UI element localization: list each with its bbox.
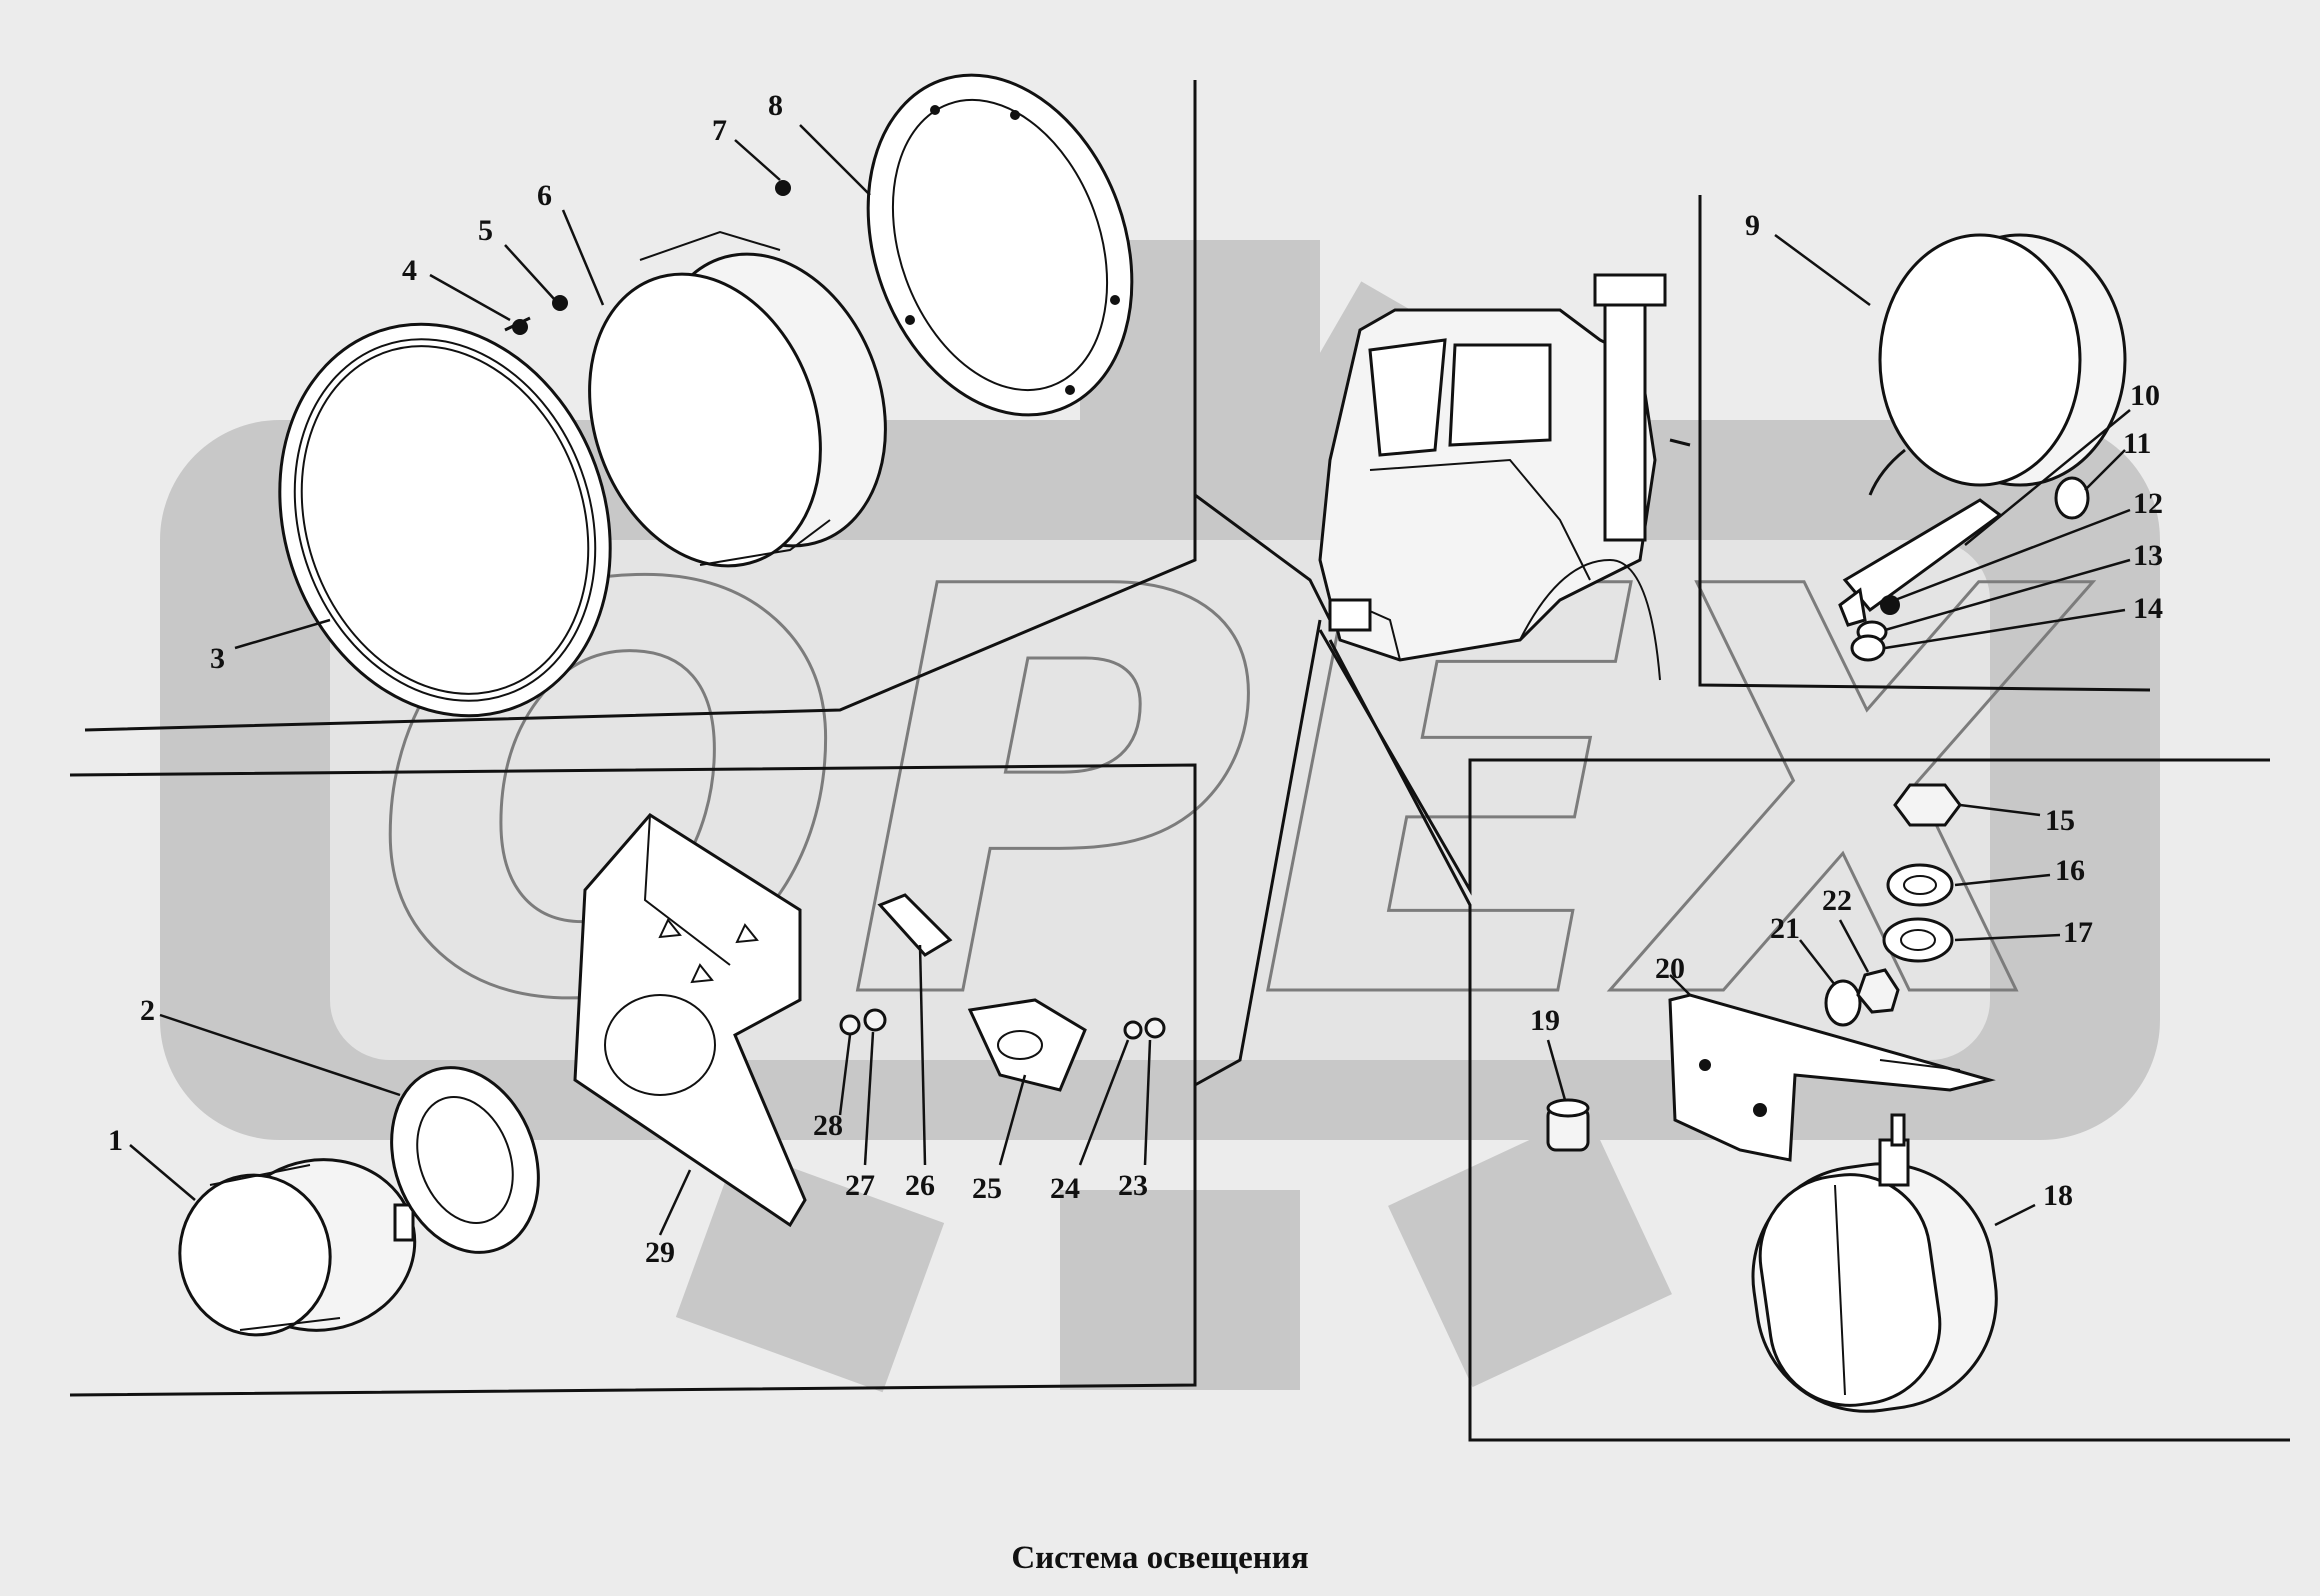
grommet [1546,1098,1590,1152]
callout-5: 5 [478,214,493,247]
callout-15: 15 [2045,804,2075,837]
section-lines [69,80,2290,1442]
diagram-caption: Система освещения [1011,1540,1308,1576]
headlamp-unit [588,230,887,568]
small-parts-middle [839,893,1166,1092]
leader-lines [129,124,2131,1236]
callout-21: 21 [1770,912,1800,945]
callout-20: 20 [1655,952,1685,985]
callout-27: 27 [845,1169,875,1202]
callout-6: 6 [537,179,552,212]
callout-3: 3 [210,642,225,675]
callout-8: 8 [768,89,783,122]
mounting-ring [866,73,1134,417]
callout-11: 11 [2123,427,2151,460]
callout-7: 7 [712,114,727,147]
mounting-plate [573,813,807,1228]
callout-16: 16 [2055,854,2085,887]
callout-23: 23 [1118,1169,1148,1202]
callout-24: 24 [1050,1172,1080,1205]
callout-13: 13 [2133,539,2163,572]
callout-10: 10 [2130,379,2160,412]
callout-2: 2 [140,994,155,1027]
side-lamp [178,1158,417,1337]
callout-25: 25 [972,1172,1002,1205]
fog-lamp-bracket [1668,993,1996,1162]
work-lamp [1838,233,2127,627]
callout-18: 18 [2043,1179,2073,1212]
nut-washers [1882,783,1962,963]
callout-1: 1 [108,1124,123,1157]
fasteners-top [504,180,791,335]
callout-28: 28 [813,1109,843,1142]
fog-lamp [1751,1113,1998,1413]
callout-9: 9 [1745,209,1760,242]
callout-26: 26 [905,1169,935,1202]
callout-22: 22 [1822,884,1852,917]
callout-4: 4 [402,254,417,287]
callout-19: 19 [1530,1004,1560,1037]
callout-14: 14 [2133,592,2163,625]
headlamp-rim [278,322,612,718]
callout-29: 29 [645,1236,675,1269]
callout-numbers: 1 2 3 4 5 6 7 8 9 10 11 12 13 14 15 16 1… [108,89,2163,1269]
truck-cab [1318,273,1667,681]
callout-17: 17 [2063,916,2093,949]
callout-12: 12 [2133,487,2163,520]
side-lamp-gasket [390,1066,540,1254]
small-washers [1824,968,1900,1027]
